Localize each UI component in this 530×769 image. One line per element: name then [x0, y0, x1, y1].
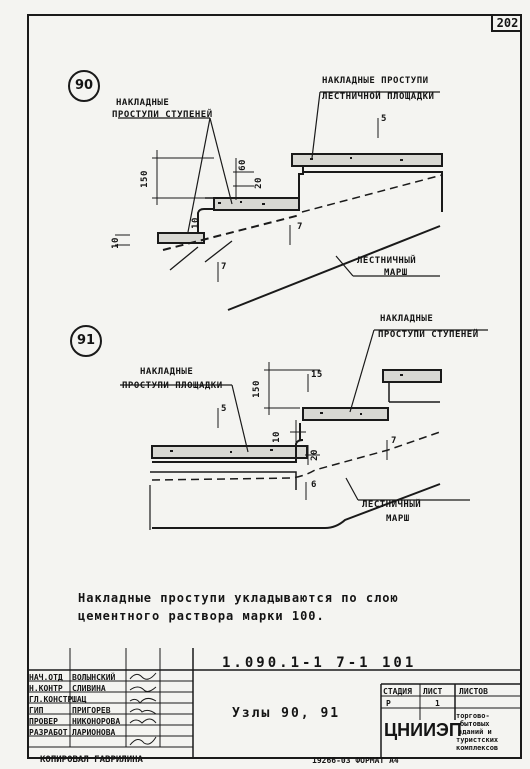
- node90-flight-label-2: МАРШ: [384, 268, 408, 278]
- bottom-code: 19266-03 ФОРМАТ А4: [312, 756, 399, 765]
- name-3: ПРИГОРЕВ: [72, 706, 111, 715]
- node91-dim-20: 20: [309, 449, 320, 461]
- node90-flight-label-1: ЛЕСТНИЧНЫЙ: [357, 256, 417, 266]
- org-sub-1: бытовых: [460, 720, 490, 728]
- node91-landing-label-2: ПРОСТУПИ ПЛОЩАДКИ: [122, 381, 223, 391]
- node90-mark-7a: 7: [297, 222, 303, 232]
- name-4: НИКОНОРОВА: [72, 717, 121, 726]
- sheet-header: ЛИСТ: [423, 687, 443, 696]
- node91-steps-label-2: ПРОСТУПИ СТУПЕНЕЙ: [378, 330, 479, 340]
- node91-landing-label-1: НАКЛАДНЫЕ: [140, 367, 194, 377]
- name-1: СЛИВИНА: [72, 684, 106, 693]
- name-5: ЛАРИОНОВА: [72, 728, 116, 737]
- copied-by: КОПИРОВАЛ ГАВРИЛИНА: [40, 755, 143, 765]
- node91-dim-10: 10: [271, 431, 282, 443]
- node90-steps-label-1: НАКЛАДНЫЕ: [116, 98, 170, 108]
- role-2: ГЛ.КОНСТР: [29, 695, 73, 704]
- note-line-1: Накладные проступи укладываются по слою: [78, 591, 399, 605]
- role-0: НАЧ.ОТД: [29, 673, 63, 682]
- node90-mark-5: 5: [381, 114, 387, 124]
- node91-mark-6: 6: [311, 480, 317, 490]
- drawing-frame: [27, 14, 522, 759]
- name-0: ВОЛЫНСКИЙ: [72, 673, 116, 682]
- org-sub-3: туристских: [456, 736, 499, 744]
- node90-dim-20: 20: [253, 177, 264, 189]
- node91-flight-label-1: ЛЕСТНИЧНЫЙ: [362, 500, 422, 510]
- node90-dim-150: 150: [139, 170, 150, 188]
- sheet-number: 202: [491, 14, 522, 32]
- role-4: ПРОВЕР: [29, 717, 58, 726]
- node91-steps-label-1: НАКЛАДНЫЕ: [380, 314, 434, 324]
- role-5: РАЗРАБОТ: [29, 728, 68, 737]
- name-2: ШАЦ: [72, 695, 87, 704]
- node-91-marker: 91: [70, 325, 102, 357]
- series-code: 1.090.1-1 7-1 101: [222, 655, 417, 671]
- node91-flight-label-2: МАРШ: [386, 514, 410, 524]
- org-sub-0: торгово-: [456, 712, 490, 720]
- drawing-title: Узлы 90, 91: [232, 706, 341, 721]
- node91-mark-7: 7: [391, 436, 397, 446]
- node90-mark-7b: 7: [221, 262, 227, 272]
- role-1: Н.КОНТР: [29, 684, 63, 693]
- node91-dim-150: 150: [251, 380, 262, 398]
- stage-header: СТАДИЯ: [383, 687, 412, 696]
- node90-dim-10-step: 10: [190, 217, 201, 229]
- note-line-2: цементного раствора марки 100.: [78, 609, 325, 623]
- node-90-marker: 90: [68, 70, 100, 102]
- org-sub-4: комплексов: [456, 744, 499, 752]
- node91-mark-5: 5: [221, 404, 227, 414]
- stage-value: Р: [386, 699, 391, 708]
- sheet-value: 1: [435, 699, 440, 708]
- sheets-header: ЛИСТОВ: [459, 687, 488, 696]
- node90-dim-60: 60: [237, 159, 248, 171]
- node90-landing-label-2: ЛЕСТНИЧНОЙ ПЛОЩАДКИ: [322, 92, 435, 102]
- org-name: ЦНИИЭП: [384, 720, 462, 740]
- node90-dim-10-left: 10: [110, 237, 121, 249]
- node90-landing-label-1: НАКЛАДНЫЕ ПРОСТУПИ: [322, 76, 429, 86]
- org-sub-2: зданий и: [458, 728, 492, 736]
- node90-steps-label-2: ПРОСТУПИ СТУПЕНЕЙ: [112, 110, 213, 120]
- role-3: ГИП: [29, 706, 44, 715]
- node91-mark-15: 15: [311, 370, 323, 380]
